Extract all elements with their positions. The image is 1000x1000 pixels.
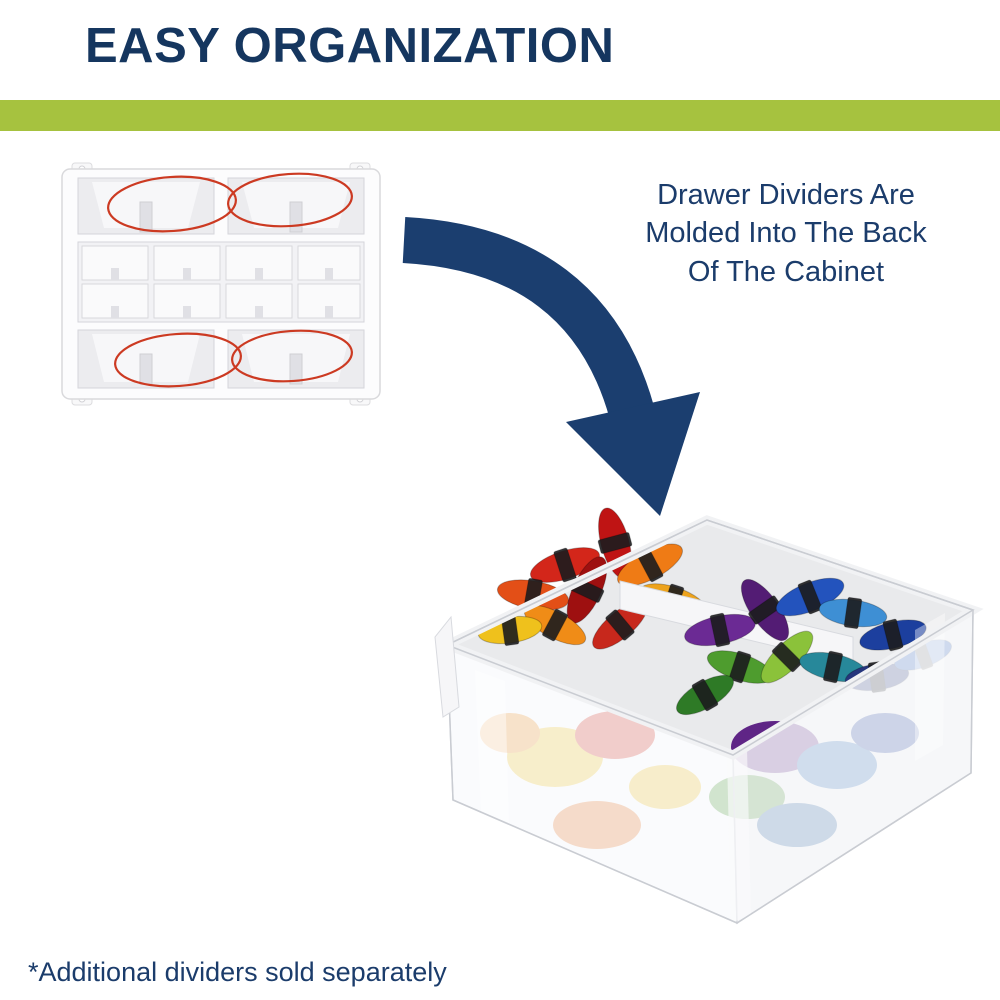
small-drawer-grid [77,241,365,323]
green-divider-bar [0,100,1000,131]
drawer-with-floss-illustration [434,507,984,925]
drawer-front-tab [434,615,460,718]
molded-divider-tab [289,353,303,385]
drawer-front-faces [446,608,974,925]
callout-text: Drawer Dividers Are Molded Into The Back… [600,176,972,291]
bottom-drawer-bays [77,329,365,389]
molded-divider-tab [289,201,303,233]
molded-divider-tab [139,353,153,385]
drawer-photo [415,495,995,945]
cabinet-back-illustration [61,162,381,406]
callout-line: Molded Into The Back [645,217,927,250]
molded-divider-tab [139,201,153,233]
drawer-outline [446,519,974,924]
curved-arrow [382,208,742,548]
curved-down-arrow-icon [402,217,700,516]
callout-line: Drawer Dividers Are [657,179,915,211]
callout-line: Of The Cabinet [687,255,885,288]
footnote: *Additional dividers sold separately [28,957,447,987]
divider-highlight-ellipses [107,172,353,388]
page-title: EASY ORGANIZATION [85,19,615,73]
cabinet-back-image [60,162,382,408]
